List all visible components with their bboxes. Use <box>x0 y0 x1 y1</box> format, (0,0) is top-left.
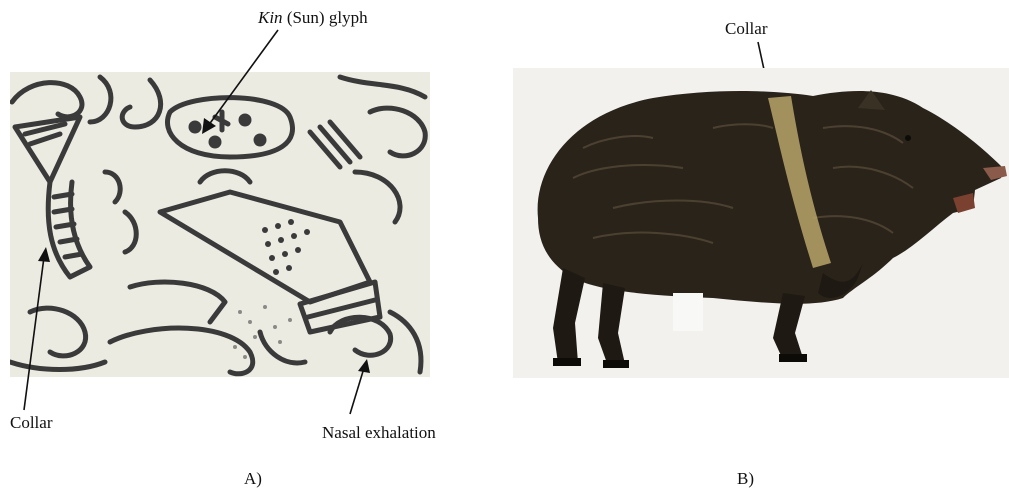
kin-arrow <box>190 28 290 138</box>
kin-glyph-label: Kin (Sun) glyph <box>258 8 368 28</box>
collar-arrow-a <box>14 245 54 415</box>
peccary-illustration <box>513 68 1009 378</box>
kin-label-rest: (Sun) glyph <box>283 8 368 27</box>
nasal-exhalation-label: Nasal exhalation <box>322 423 436 443</box>
kin-label-italic: Kin <box>258 8 283 27</box>
caption-a: A) <box>244 469 262 489</box>
peccary-photo <box>513 68 1009 378</box>
caption-b: B) <box>737 469 754 489</box>
collar-label-a: Collar <box>10 413 53 433</box>
collar-label-b: Collar <box>725 19 768 39</box>
nasal-arrow <box>344 358 374 418</box>
